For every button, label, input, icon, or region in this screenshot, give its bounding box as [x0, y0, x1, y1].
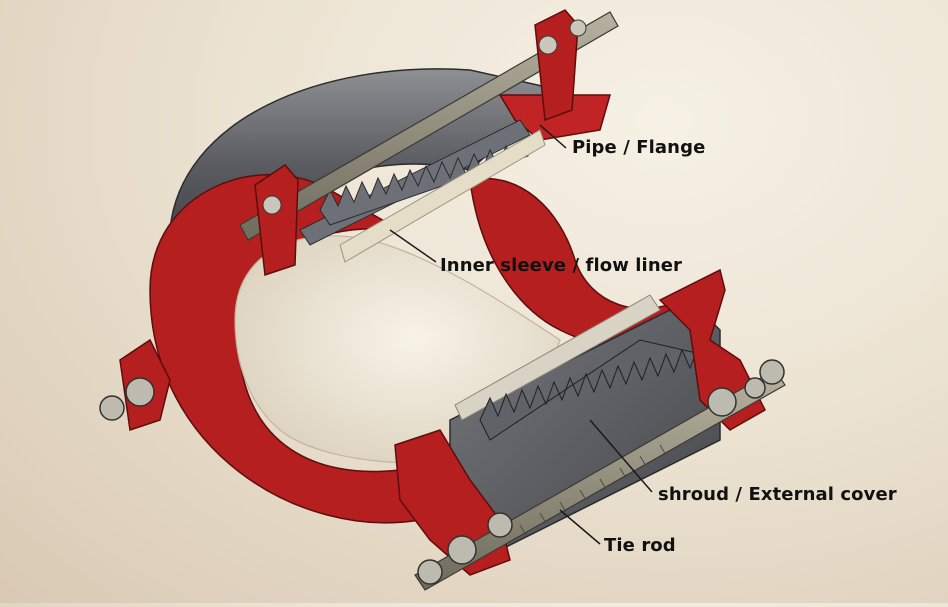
lower-inner-sleeve-plate: [454, 294, 661, 421]
top-flange-plate: [498, 94, 611, 141]
label-tie-rod: Tie rod: [604, 535, 676, 556]
label-pipe-flange: Pipe / Flange: [572, 137, 706, 158]
lower-tie-rod-thread: [519, 444, 667, 536]
top-inner-sleeve: [339, 129, 546, 263]
top-lug-left: [254, 164, 299, 277]
leader-lines: [389, 124, 653, 545]
top-nut-3: [569, 19, 587, 37]
label-shroud: shroud / External cover: [658, 484, 897, 505]
top-tie-rod: [239, 11, 619, 241]
label-inner-sleeve: Inner sleeve / flow liner: [440, 255, 683, 276]
top-nut-2: [538, 35, 558, 55]
top-nut-1: [262, 195, 282, 215]
lower-bellows: [479, 339, 697, 441]
nuts: [99, 359, 785, 585]
